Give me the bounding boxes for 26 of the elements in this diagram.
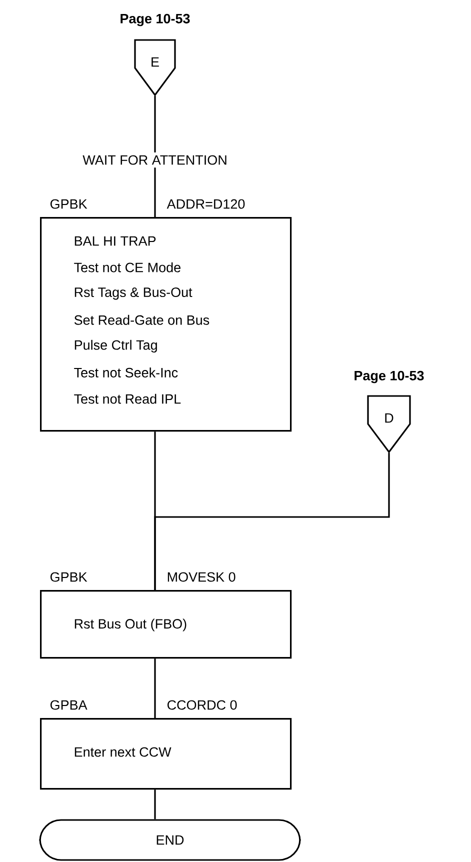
step-text: Rst Tags & Bus-Out — [74, 287, 192, 300]
step-text: Enter next CCW — [74, 747, 172, 757]
terminal-text: END — [156, 835, 184, 845]
connector-letter: E — [152, 57, 159, 67]
step-text: BAL HI TRAP — [74, 236, 156, 246]
address-label: MOVESK 0 — [168, 572, 236, 582]
address-label: ADDR=D120 — [166, 199, 245, 209]
step-text: Test not Read IPL — [74, 394, 181, 404]
module-name: GPBA — [50, 700, 88, 710]
step-text: Rst Bus Out (FBO) — [74, 618, 186, 632]
page-reference: Page 10-53 — [354, 370, 424, 384]
flow-line — [154, 96, 156, 152]
step-heading: WAIT FOR ATTENTION — [82, 155, 226, 165]
step-text: Pulse Ctrl Tag — [74, 340, 157, 352]
connector-letter: D — [385, 413, 394, 423]
address-label: CCORDC 0 — [167, 700, 237, 710]
flow-line — [154, 658, 156, 718]
step-text: Test not CE Mode — [74, 262, 180, 272]
page-reference: Page 10-53 — [120, 14, 190, 26]
module-name: GPBK — [50, 199, 88, 209]
step-text: Set Read-Gate on Bus — [74, 314, 210, 325]
step-text: Test not Seek-Inc — [74, 368, 178, 378]
flow-line — [154, 790, 156, 820]
module-name: GPBK — [50, 572, 88, 582]
flow-line — [154, 168, 156, 217]
flow-line — [154, 452, 390, 590]
